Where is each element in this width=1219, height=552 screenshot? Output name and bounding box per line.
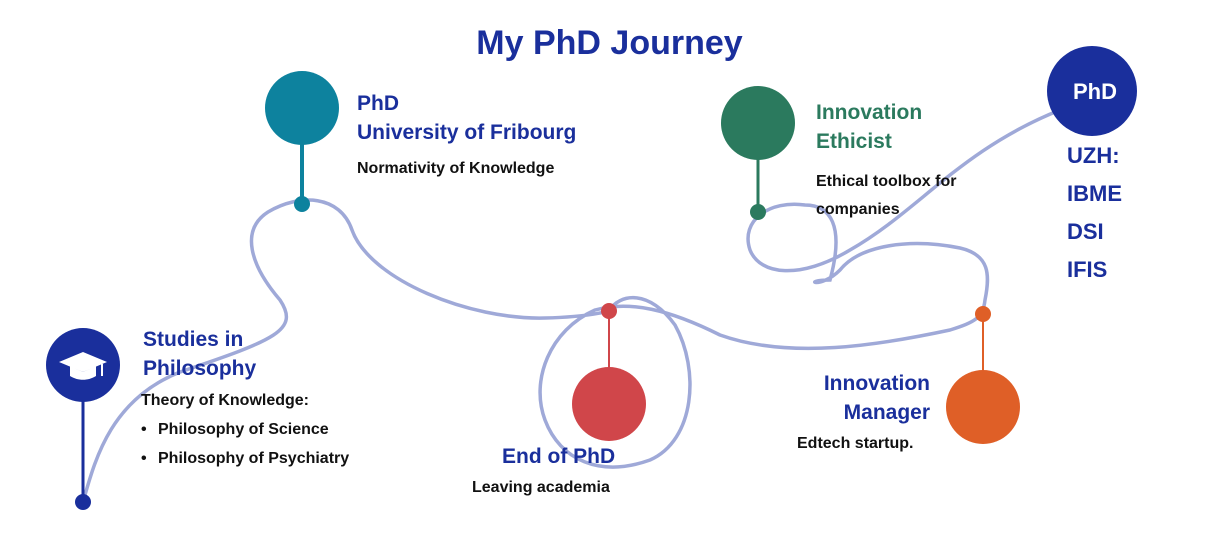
fribourg-path-dot bbox=[294, 196, 310, 212]
studies-title: Studies in Philosophy bbox=[143, 325, 256, 383]
ethicist-desc: Ethical toolbox for companies bbox=[816, 168, 956, 224]
studies-bullets: Philosophy of Science Philosophy of Psyc… bbox=[141, 420, 349, 478]
ethicist-desc-line2: companies bbox=[816, 201, 900, 218]
ethicist-title: Innovation Ethicist bbox=[816, 98, 922, 156]
ethicist-path-dot bbox=[750, 204, 766, 220]
manager-node bbox=[946, 370, 1020, 444]
uzh-institutions: UZH: IBME DSI IFIS bbox=[1067, 137, 1122, 289]
manager-title-line1: Innovation bbox=[823, 372, 930, 395]
end-phd-title: End of PhD bbox=[502, 445, 616, 468]
studies-subtitle: Theory of Knowledge: bbox=[141, 392, 309, 409]
phd-uzh-node bbox=[1047, 46, 1137, 136]
ethicist-node bbox=[721, 86, 795, 160]
institution-item: IBME bbox=[1067, 181, 1122, 206]
studies-title-line2: Philosophy bbox=[143, 357, 257, 380]
studies-end-dot bbox=[75, 494, 91, 510]
graduation-cap-icon bbox=[59, 352, 107, 380]
page-title: My PhD Journey bbox=[476, 24, 743, 62]
fribourg-title-line1: PhD bbox=[357, 92, 399, 115]
end-phd-desc: Leaving academia bbox=[472, 479, 610, 496]
phd-uzh-badge: PhD bbox=[1073, 79, 1117, 104]
studies-title-line1: Studies in bbox=[143, 328, 244, 351]
manager-title: Innovation Manager bbox=[780, 369, 930, 427]
ethicist-desc-line1: Ethical toolbox for bbox=[816, 173, 957, 190]
journey-path bbox=[81, 108, 1062, 504]
end-phd-node bbox=[572, 367, 646, 441]
fribourg-desc: Normativity of Knowledge bbox=[357, 160, 555, 177]
manager-path-dot bbox=[975, 306, 991, 322]
institution-item: DSI bbox=[1067, 219, 1104, 244]
fribourg-node bbox=[265, 71, 339, 145]
end-phd-path-dot bbox=[601, 303, 617, 319]
fribourg-title: PhD University of Fribourg bbox=[357, 89, 576, 147]
list-item: Philosophy of Psychiatry bbox=[141, 449, 349, 478]
list-item: Philosophy of Science bbox=[141, 420, 349, 449]
ethicist-title-line2: Ethicist bbox=[816, 130, 892, 153]
fribourg-title-line2: University of Fribourg bbox=[357, 121, 577, 144]
manager-desc: Edtech startup. bbox=[797, 435, 914, 452]
institution-item: IFIS bbox=[1067, 257, 1108, 282]
institution-item: UZH: bbox=[1067, 143, 1120, 168]
ethicist-title-line1: Innovation bbox=[816, 101, 923, 124]
manager-title-line2: Manager bbox=[843, 401, 930, 424]
